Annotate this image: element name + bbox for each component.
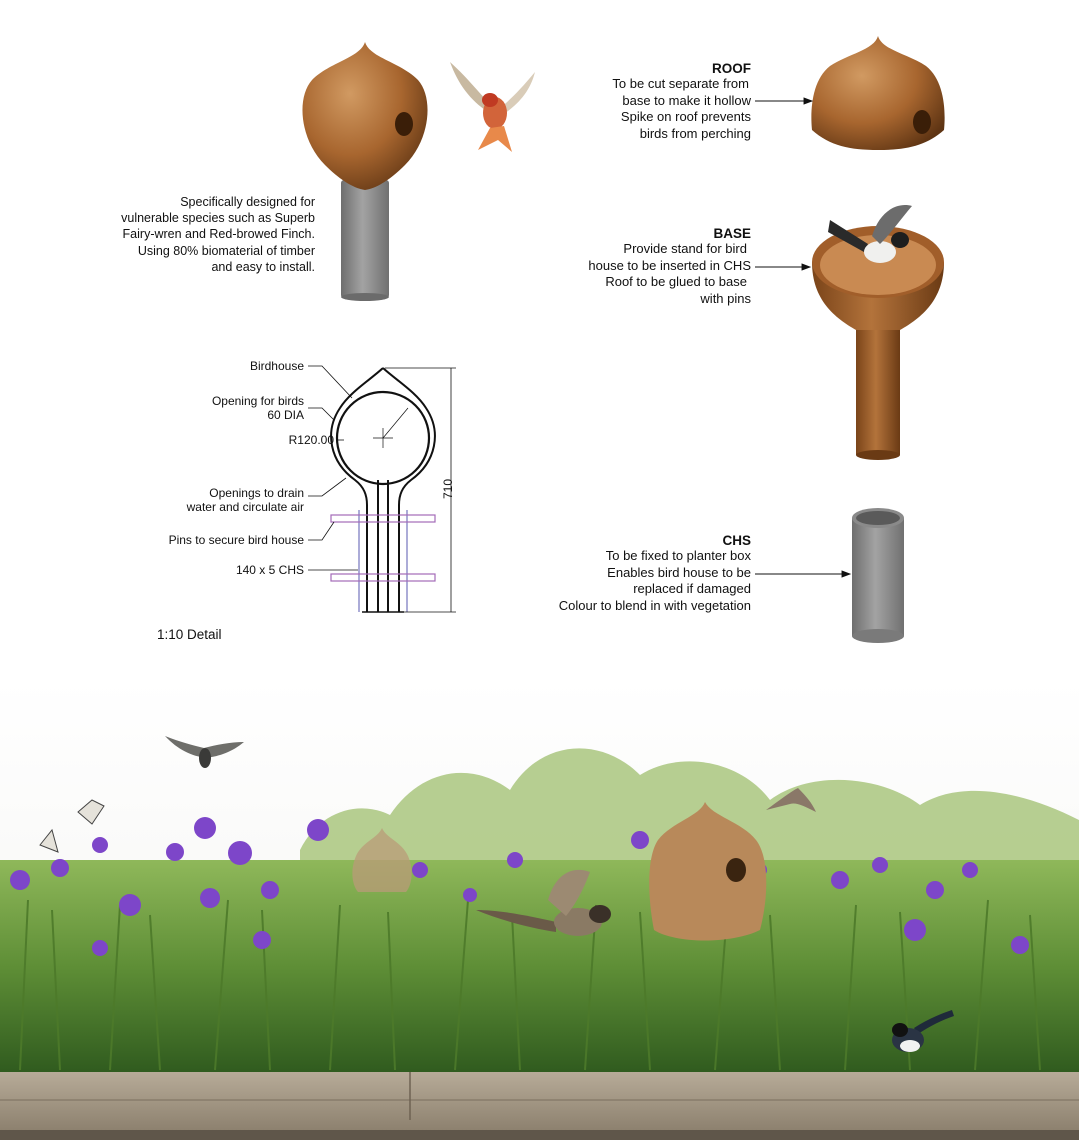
detail-label-drain: Openings to drain water and circulate ai… [150,486,304,514]
chs-annotation: CHS To be fixed to planter box Enables b… [520,533,751,614]
detail-label-opening-2: 60 DIA [267,408,304,422]
detail-height-dimension: 710 [441,478,455,500]
base-annotation: BASE Provide stand for bird house to be … [540,226,751,307]
base-render [812,205,944,460]
chs-line-1: To be fixed to planter box [605,548,751,563]
detail-label-pins: Pins to secure bird house [168,533,304,547]
detail-label-opening-1: Opening for birds [211,394,304,408]
chs-line-4: Colour to blend in with vegetation [558,597,751,613]
garden-scene [0,680,1079,1140]
roof-render [811,36,945,150]
detail-label-drain-1: Openings to drain [209,486,304,500]
base-title: BASE [713,226,751,241]
roof-line-2: base to make it hollow [622,92,751,108]
design-description: Specifically designed for vulnerable spe… [121,195,315,274]
roof-line-4: birds from perching [639,125,751,141]
detail-scale-label: 1:10 Detail [157,627,222,642]
roof-annotation: ROOF To be cut separate from base to mak… [540,61,751,142]
chs-line-2: Enables bird house to be [607,564,751,580]
roof-title: ROOF [712,61,751,76]
base-line-3: Roof to be glued to base [605,274,747,289]
chs-title: CHS [722,533,751,548]
birdhouse-render [302,42,428,301]
chs-line-3: replaced if damaged [633,581,751,596]
base-line-2: house to be inserted in CHS [588,257,751,273]
detail-label-drain-2: water and circulate air [186,500,304,514]
base-line-4: with pins [700,290,751,306]
roof-line-1: To be cut separate from [612,76,749,91]
detail-label-radius: R120.00 [288,433,334,447]
detail-label-birdhouse: Birdhouse [249,359,304,373]
roof-line-3: Spike on roof prevents [620,109,751,124]
detail-label-chs-size: 140 x 5 CHS [235,563,304,577]
detail-label-opening: Opening for birds 60 DIA [170,394,304,422]
chs-render [852,508,904,643]
section-detail-drawing [308,365,456,613]
part-leaders [755,97,852,578]
base-line-1: Provide stand for bird [623,241,747,256]
red-browed-finch-image [450,62,535,152]
